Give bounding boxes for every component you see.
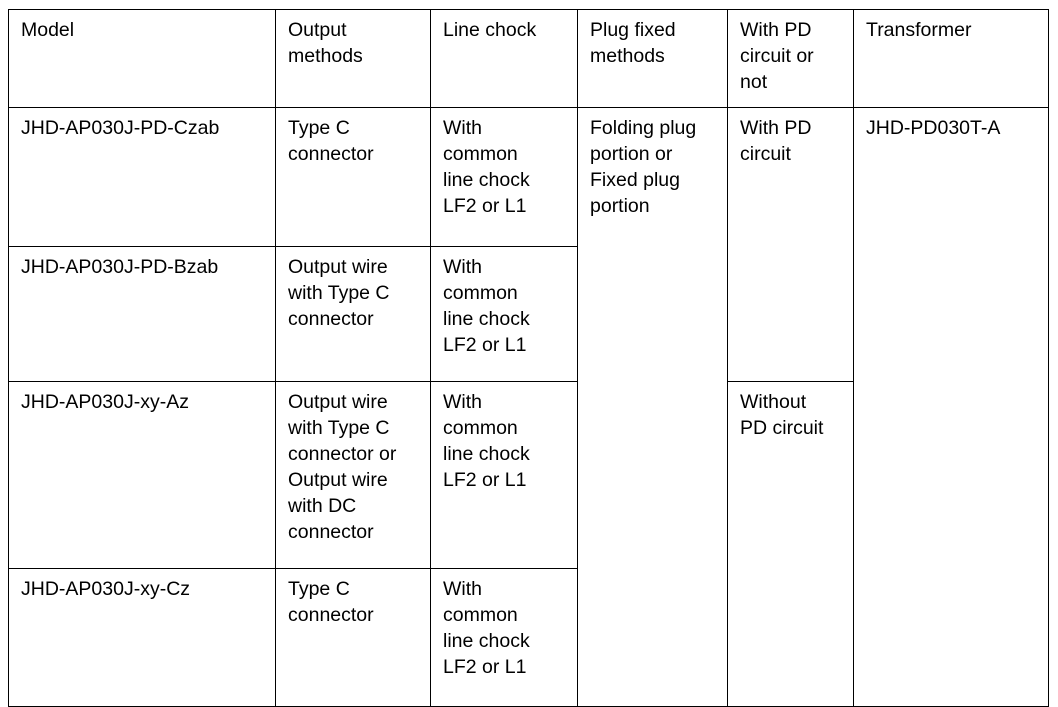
column-header-model: Model [8, 9, 276, 108]
cell-model: JHD-AP030J-PD-Bzab [8, 246, 276, 382]
cell-line-chock: With common line chock LF2 or L1 [430, 107, 578, 247]
column-header-line-chock: Line chock [430, 9, 578, 108]
page-root: Model Output methods Line chock Plug fix… [8, 9, 1049, 707]
model-specification-table: Model Output methods Line chock Plug fix… [8, 9, 1049, 707]
cell-with-pd-circuit: With PD circuit [727, 107, 854, 382]
cell-model: JHD-AP030J-xy-Cz [8, 568, 276, 707]
cell-model: JHD-AP030J-PD-Czab [8, 107, 276, 247]
cell-without-pd-circuit: Without PD circuit [727, 381, 854, 707]
column-header-with-pd-circuit-or-not: With PD circuit or not [727, 9, 854, 108]
cell-line-chock: With common line chock LF2 or L1 [430, 246, 578, 382]
table-row: JHD-AP030J-xy-Az Output wire with Type C… [8, 381, 1049, 707]
cell-output-methods: Type C connector [275, 107, 431, 247]
cell-output-methods: Output wire with Type C connector or Out… [275, 381, 431, 569]
cell-line-chock: With common line chock LF2 or L1 [430, 381, 578, 569]
column-header-transformer: Transformer [853, 9, 1049, 108]
column-header-plug-fixed-methods: Plug fixed methods [577, 9, 728, 108]
cell-model: JHD-AP030J-xy-Az [8, 381, 276, 569]
cell-plug-fixed-methods: Folding plug portion or Fixed plug porti… [577, 107, 728, 707]
cell-line-chock: With common line chock LF2 or L1 [430, 568, 578, 707]
table-header-row: Model Output methods Line chock Plug fix… [8, 9, 1049, 108]
table-row: JHD-AP030J-PD-Bzab Output wire with Type… [8, 246, 1049, 382]
table-row: JHD-AP030J-PD-Czab Type C connector With… [8, 107, 1049, 707]
column-header-output-methods: Output methods [275, 9, 431, 108]
cell-output-methods: Type C connector [275, 568, 431, 707]
cell-transformer: JHD-PD030T-A [853, 107, 1049, 707]
cell-output-methods: Output wire with Type C connector [275, 246, 431, 382]
